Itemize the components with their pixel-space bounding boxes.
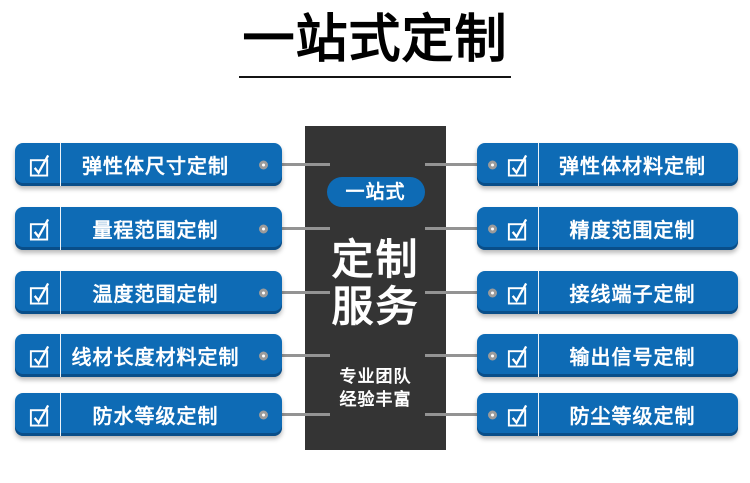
feature-label: 线材长度材料定制 (71, 345, 240, 369)
connector-node (488, 160, 497, 169)
checkbox-check-icon (507, 154, 528, 176)
connector-node (259, 288, 268, 297)
divider (538, 393, 539, 436)
feature-item-left-2: 量程范围定制 (15, 207, 282, 250)
connector-line (262, 291, 330, 294)
center-subtitle-line: 经验丰富 (339, 390, 412, 410)
checkbox-check-icon (29, 154, 50, 176)
connector-line (425, 227, 494, 230)
connector-line (262, 163, 330, 166)
connector-line (262, 354, 330, 357)
feature-item-left-1: 弹性体尺寸定制 (15, 143, 282, 186)
header: 一站式定制 (0, 8, 750, 78)
feature-label: 精度范围定制 (569, 218, 696, 242)
center-title-line: 定制 (331, 235, 420, 284)
feature-label: 防尘等级定制 (569, 404, 696, 428)
connector-node (488, 410, 497, 419)
divider (60, 271, 61, 314)
connector-node (488, 224, 497, 233)
divider (60, 393, 61, 436)
divider (538, 207, 539, 250)
feature-label: 弹性体尺寸定制 (82, 154, 229, 178)
checkbox-check-icon (29, 218, 50, 240)
center-title: 定制 服务 (305, 236, 446, 330)
connector-node (259, 224, 268, 233)
connector-node (259, 351, 268, 360)
divider (538, 334, 539, 377)
feature-label: 弹性体材料定制 (559, 154, 706, 178)
divider (538, 143, 539, 186)
checkbox-check-icon (507, 218, 528, 240)
checkbox-check-icon (29, 404, 50, 426)
center-panel: 一站式 定制 服务 专业团队 经验丰富 (305, 126, 446, 450)
checkbox-check-icon (507, 404, 528, 426)
feature-label: 防水等级定制 (92, 404, 219, 428)
connector-line (425, 413, 494, 416)
checkbox-check-icon (507, 282, 528, 304)
divider (60, 334, 61, 377)
center-title-line: 服务 (331, 282, 420, 331)
feature-label: 接线端子定制 (569, 282, 696, 306)
feature-label: 量程范围定制 (92, 218, 219, 242)
connector-node (488, 288, 497, 297)
connector-line (262, 227, 330, 230)
connector-line (262, 413, 330, 416)
connector-line (425, 354, 494, 357)
connector-line (425, 163, 494, 166)
checkbox-check-icon (29, 282, 50, 304)
center-badge: 一站式 (326, 177, 425, 207)
feature-item-right-2: 精度范围定制 (477, 207, 738, 250)
divider (538, 271, 539, 314)
feature-item-right-1: 弹性体材料定制 (477, 143, 738, 186)
feature-label: 输出信号定制 (569, 345, 696, 369)
connector-node (259, 410, 268, 419)
center-subtitle-line: 专业团队 (339, 367, 412, 387)
connector-node (488, 351, 497, 360)
feature-label: 温度范围定制 (92, 282, 219, 306)
feature-item-left-3: 温度范围定制 (15, 271, 282, 314)
divider (60, 207, 61, 250)
checkbox-check-icon (29, 345, 50, 367)
center-subtitle: 专业团队 经验丰富 (305, 366, 446, 412)
feature-item-right-5: 防尘等级定制 (477, 393, 738, 436)
feature-item-left-5: 防水等级定制 (15, 393, 282, 436)
page-title: 一站式定制 (242, 10, 508, 70)
feature-item-left-4: 线材长度材料定制 (15, 334, 282, 377)
feature-item-right-4: 输出信号定制 (477, 334, 738, 377)
checkbox-check-icon (507, 345, 528, 367)
divider (60, 143, 61, 186)
feature-item-right-3: 接线端子定制 (477, 271, 738, 314)
title-underline (239, 76, 511, 78)
connector-line (425, 291, 494, 294)
connector-node (259, 160, 268, 169)
